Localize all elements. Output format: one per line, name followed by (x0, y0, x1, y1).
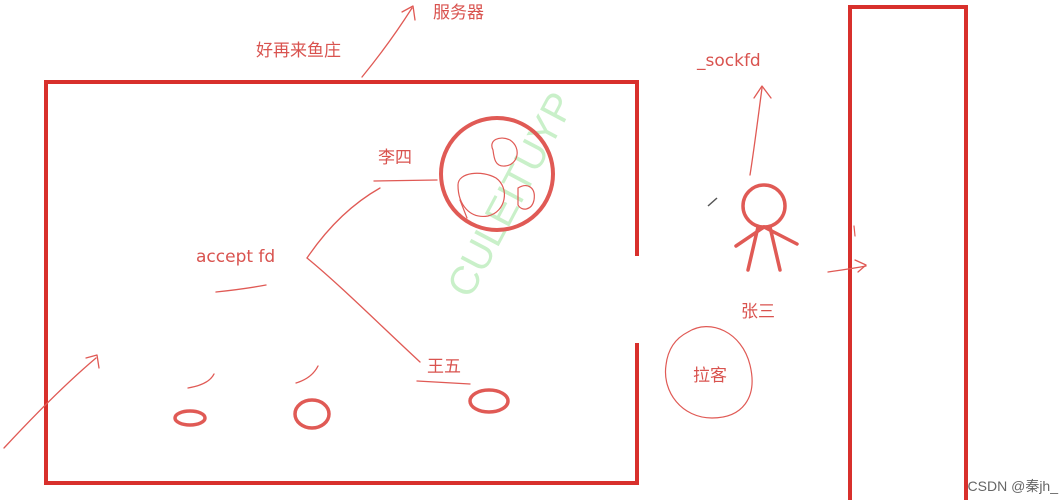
entry-arrow-head (85, 354, 100, 369)
zhangsan-arm-left (734, 225, 766, 248)
table-small-2 (293, 398, 331, 430)
wangwu-underline (416, 380, 471, 385)
sockfd-arrow-line (749, 87, 763, 176)
server-label: 服务器 (433, 3, 484, 23)
wangwu-label: 王五 (427, 357, 461, 377)
customer-stroke (459, 199, 468, 219)
entry-arrow-line (3, 357, 97, 449)
tick-mark-2 (295, 365, 319, 384)
customer-head-3 (517, 185, 535, 210)
table-small-1 (173, 409, 207, 427)
server-entry-arrow-head (854, 259, 867, 273)
server-arrow-head (401, 5, 416, 21)
zhangsan-leg-left (746, 225, 760, 272)
restaurant-label: 好再来鱼庄 (256, 41, 341, 61)
zhangsan-head (741, 183, 787, 229)
accept-fd-label: accept fd (196, 247, 275, 267)
sockfd-arrow-head (753, 85, 772, 99)
customer-head-1 (491, 137, 518, 167)
zhangsan-label: 张三 (741, 302, 775, 322)
pencil-icon (707, 197, 718, 207)
branch-to-lisi (306, 187, 381, 259)
csdn-watermark: CSDN @秦jh_ (968, 478, 1059, 494)
lake-circle (664, 326, 753, 419)
server-arrow-line (361, 7, 413, 78)
tick-mark-1 (187, 373, 215, 389)
table-circle-lisi (439, 116, 555, 232)
accept-fd-underline (215, 284, 267, 293)
table-wangwu (468, 388, 510, 414)
restaurant-box (44, 80, 639, 485)
sockfd-label: _sockfd (696, 51, 761, 71)
zhangsan-leg-right (768, 225, 782, 272)
lisi-underline (373, 179, 438, 182)
server-entry-arrow-line (827, 265, 867, 273)
customer-head-2 (457, 172, 505, 217)
lisi-label: 李四 (378, 148, 412, 168)
branch-to-wangwu (306, 257, 421, 363)
small-mark (853, 225, 856, 237)
server-box (848, 5, 968, 500)
lake-label: 拉客 (693, 366, 727, 386)
